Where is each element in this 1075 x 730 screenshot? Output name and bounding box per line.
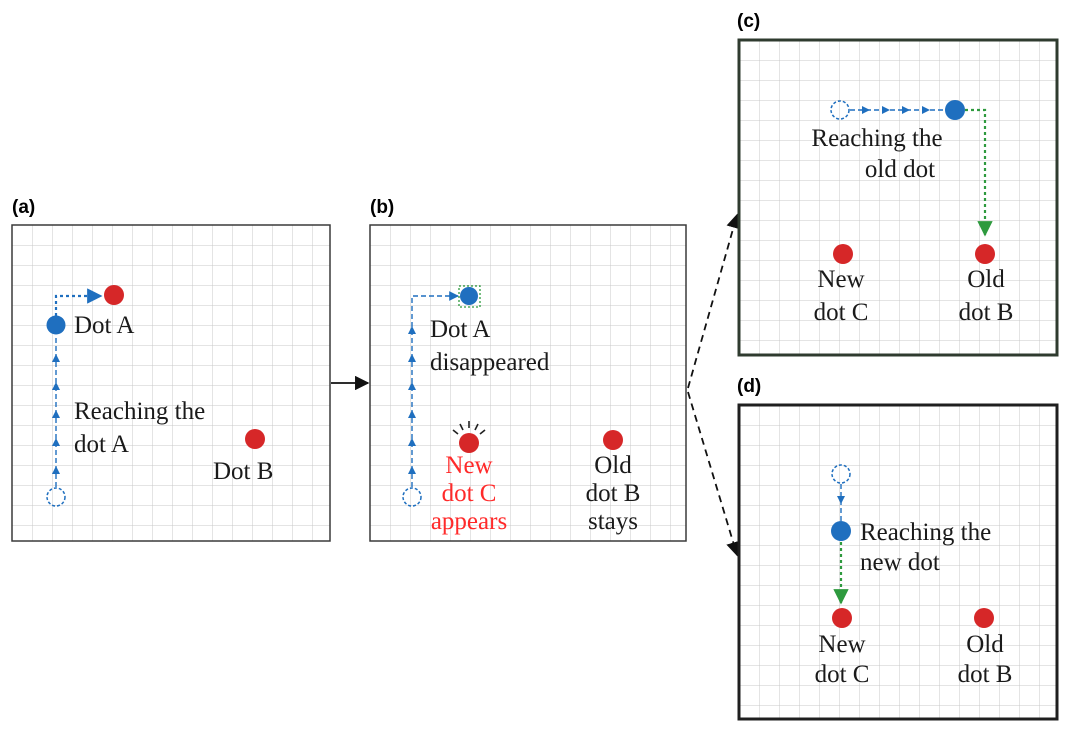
dot-a-disappeared-line-1: Dot A [430,316,490,343]
new-dot-c-filled-circle-icon [833,244,853,264]
dot-a-filled-circle-icon [104,285,124,305]
old-dot-b-filled-circle-icon [974,608,994,628]
branch-arrow-to-c [687,213,741,389]
panel-d: (d) Reaching the new dot New dot C Old d… [737,376,1059,721]
old-dot-label-line-2: dot B [586,480,641,507]
path-arrowhead-icon [837,496,845,504]
path-arrowhead-icon [862,106,930,114]
panel-d-letter: (d) [737,376,761,397]
removed-dot-a-marker [458,285,481,308]
reach-label-line-2: dot A [74,431,129,458]
old-dot-label-line-3: stays [588,508,638,535]
new-dot-label-line-2: dot C [442,480,497,507]
new-dot-label-line-2: dot C [814,299,869,326]
reach-label-line-2: new dot [860,549,940,576]
pointer-filled-circle-icon [46,315,66,335]
panel-a-letter: (a) [12,197,35,218]
new-dot-label-line-2: dot C [815,661,870,688]
new-dot-label-line-1: New [818,631,865,658]
old-dot-label-line-1: Old [967,266,1005,293]
old-dot-label-line-2: dot B [958,661,1013,688]
panel-b: (b) Dot A disappeared New dot C appears … [369,197,687,542]
start-marker-icon [46,487,66,507]
new-dot-label-line-1: New [817,266,864,293]
dot-b-filled-circle-icon [245,429,265,449]
panel-d-grid [737,403,1059,721]
panel-a-grid [11,224,331,542]
reach-label-line-1: Reaching the [74,398,205,425]
new-dot-label-line-3: appears [431,508,507,535]
pointer-filled-circle-icon [945,100,965,120]
pointer-path-to-dot-a [54,288,103,316]
start-marker-icon [830,100,850,120]
panel-c-letter: (c) [737,11,760,32]
dot-a-label: Dot A [74,312,134,339]
start-marker-icon [402,487,422,507]
dot-b-label: Dot B [213,458,273,485]
reach-label-line-2: old dot [865,156,935,183]
new-dot-c-filled-circle-icon [832,608,852,628]
old-dot-label-line-1: Old [594,452,632,479]
new-dot-label-line-1: New [445,452,492,479]
panel-c-grid [737,38,1059,357]
reach-label-line-1: Reaching the [811,125,942,152]
path-arrowhead-icon [408,326,416,474]
old-dot-b-filled-circle-icon [975,244,995,264]
old-dot-b-filled-circle-icon [603,430,623,450]
dot-a-disappeared-line-2: disappeared [430,349,550,376]
panel-c: (c) Reaching the old dot New dot C Old d… [737,11,1059,357]
old-dot-label-line-1: Old [966,631,1004,658]
flash-rays-icon [452,421,486,435]
panel-a: (a) Dot A Reaching the dot A Dot B [11,197,331,542]
panel-b-grid [369,224,687,542]
panel-b-letter: (b) [370,197,394,218]
branch-arrow-to-d [687,391,741,557]
old-dot-label-line-2: dot B [959,299,1014,326]
path-arrowhead-icon [52,354,60,474]
planned-path-to-old-dot [965,108,993,237]
start-marker-icon [831,464,851,484]
pointer-filled-circle-icon [831,521,851,541]
new-dot-c-filled-circle-icon [459,433,479,453]
pointer-filled-circle-icon [460,287,478,305]
reach-label-line-1: Reaching the [860,519,991,546]
